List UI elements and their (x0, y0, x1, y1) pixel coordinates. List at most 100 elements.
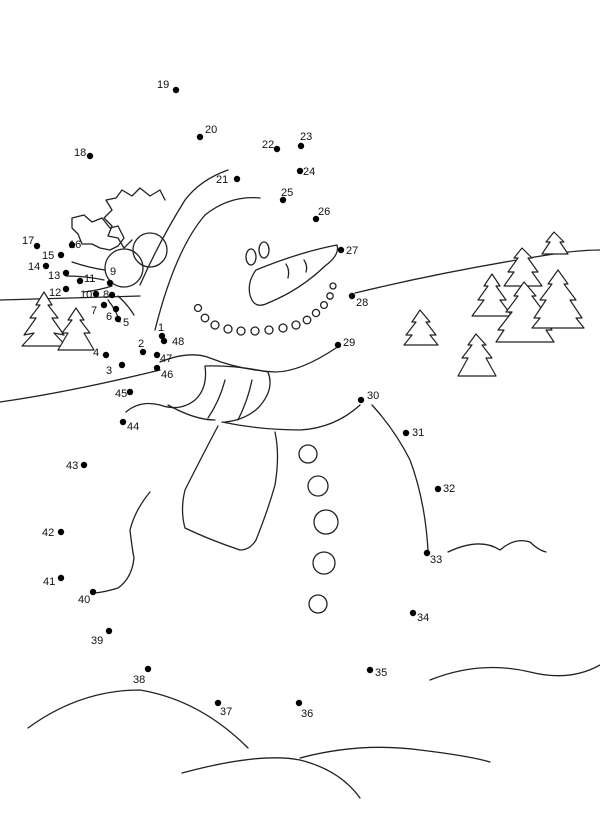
dot-label-48: 48 (172, 336, 184, 348)
dot-15 (57, 251, 65, 259)
dot-label-6: 6 (106, 311, 112, 323)
dot-5 (114, 315, 122, 323)
holly-decoration (65, 187, 168, 323)
dot-label-23: 23 (300, 131, 312, 143)
dot-4 (102, 351, 110, 359)
dot-30 (357, 396, 365, 404)
dot-label-28: 28 (356, 297, 368, 309)
dot-label-25: 25 (281, 187, 293, 199)
dot-17 (33, 242, 41, 250)
dot-43 (80, 461, 88, 469)
dot-34 (409, 609, 417, 617)
dot-26 (312, 215, 320, 223)
hat-brim (139, 169, 261, 331)
dot-label-38: 38 (133, 674, 145, 686)
dot-3 (118, 361, 126, 369)
dot-label-37: 37 (220, 706, 232, 718)
dot-14 (42, 262, 50, 270)
snowman-buttons (298, 444, 339, 614)
dot-18 (86, 152, 94, 160)
dot-48 (160, 337, 168, 345)
dot-label-39: 39 (91, 635, 103, 647)
dot-24 (296, 167, 304, 175)
dot-label-20: 20 (205, 124, 217, 136)
dot-label-2: 2 (138, 338, 144, 350)
dot-label-10: 10 (80, 289, 92, 301)
dot-label-43: 43 (66, 460, 78, 472)
dot-45 (126, 388, 134, 396)
dot-35 (366, 666, 374, 674)
dot-label-21: 21 (216, 174, 228, 186)
pine-tree (541, 231, 569, 255)
dot-label-34: 34 (417, 612, 429, 624)
dot-27 (337, 246, 345, 254)
dot-40 (89, 588, 97, 596)
dot-42 (57, 528, 65, 536)
dot-label-3: 3 (106, 365, 112, 377)
dot-label-11: 11 (84, 273, 95, 285)
dot-label-27: 27 (346, 245, 358, 257)
dot-8 (108, 291, 116, 299)
pine-tree (531, 269, 585, 329)
pine-tree (57, 307, 95, 351)
pine-tree (403, 309, 439, 346)
dot-13 (62, 269, 70, 277)
snow-drifts (27, 539, 600, 799)
dot-25 (279, 196, 287, 204)
dot-37 (214, 699, 222, 707)
dot-1 (158, 332, 166, 340)
dot-41 (57, 574, 65, 582)
dot-label-35: 35 (375, 667, 387, 679)
dot-label-12: 12 (49, 287, 61, 299)
dot-label-45: 45 (115, 388, 127, 400)
dot-label-19: 19 (157, 79, 169, 91)
snowman-body (94, 404, 429, 594)
snowman-face (193, 241, 339, 336)
dot-label-18: 18 (74, 147, 86, 159)
dot-label-8: 8 (103, 289, 109, 301)
dot-label-46: 46 (161, 369, 173, 381)
dot-2 (139, 348, 147, 356)
dot-10 (92, 290, 100, 298)
dot-7 (100, 301, 108, 309)
dot-label-17: 17 (22, 235, 34, 247)
dot-6 (112, 305, 120, 313)
dot-29 (334, 341, 342, 349)
dot-label-33: 33 (430, 554, 442, 566)
dot-23 (297, 142, 305, 150)
dot-label-36: 36 (301, 708, 313, 720)
dot-label-30: 30 (367, 390, 379, 402)
dot-32 (434, 485, 442, 493)
dot-39 (105, 627, 113, 635)
dot-19 (172, 86, 180, 94)
dot-label-26: 26 (318, 206, 330, 218)
dot-22 (273, 145, 281, 153)
dot-11 (76, 277, 84, 285)
dot-label-41: 41 (43, 576, 55, 588)
numbered-dots: 1234567891011121314151617181920212223242… (22, 79, 455, 720)
dot-20 (196, 133, 204, 141)
dot-47 (153, 351, 161, 359)
dot-label-47: 47 (160, 353, 172, 365)
dot-label-16: 16 (69, 239, 81, 251)
pine-trees (21, 231, 585, 377)
dot-16 (68, 241, 76, 249)
dot-28 (348, 292, 356, 300)
dot-33 (423, 549, 431, 557)
pine-tree (457, 333, 497, 377)
dot-9 (106, 279, 114, 287)
dot-31 (402, 429, 410, 437)
dot-label-15: 15 (42, 250, 54, 262)
dot-label-1: 1 (158, 322, 164, 334)
dot-label-7: 7 (91, 305, 97, 317)
smile-dots (193, 282, 337, 336)
dot-label-31: 31 (412, 427, 424, 439)
dot-21 (233, 175, 241, 183)
dot-label-22: 22 (262, 139, 274, 151)
dot-46 (153, 364, 161, 372)
pine-tree (21, 291, 67, 347)
dot-label-13: 13 (48, 270, 60, 282)
dot-label-40: 40 (78, 594, 90, 606)
dot-12 (62, 285, 70, 293)
